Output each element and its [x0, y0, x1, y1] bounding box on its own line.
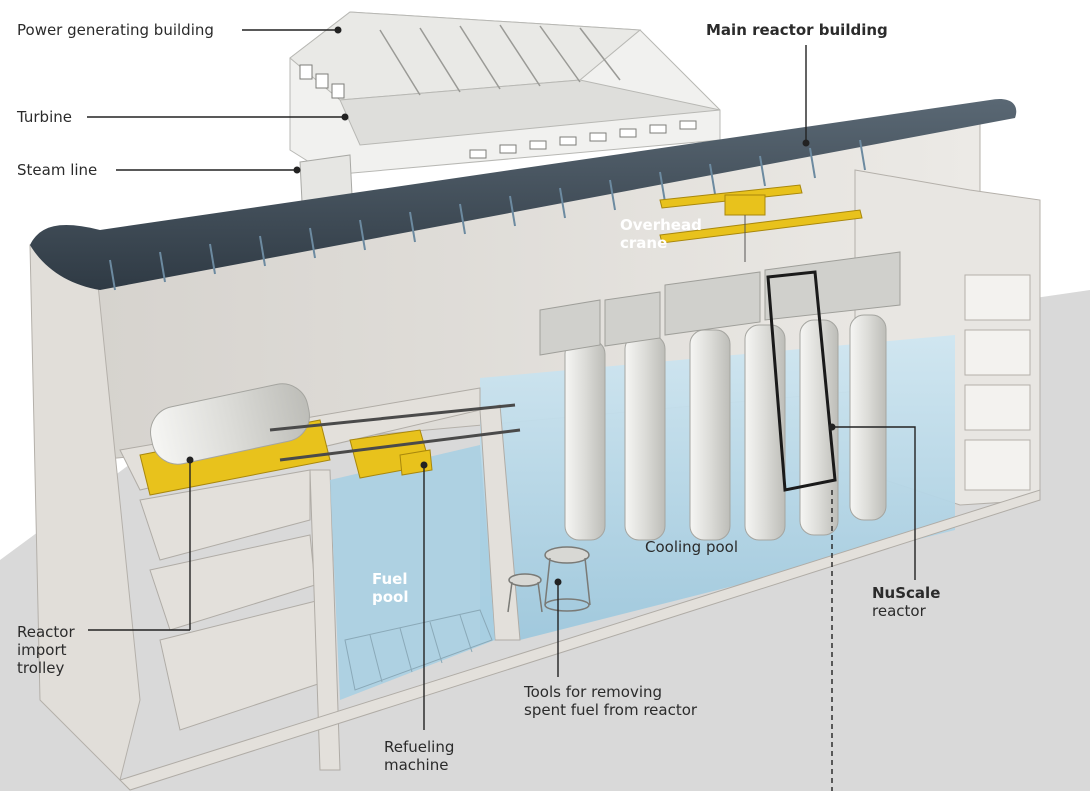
- label-fuel-pool-line2: pool: [372, 588, 409, 606]
- label-power-generating-building: Power generating building: [17, 21, 214, 39]
- label-reactor-import-trolley-line1: Reactor: [17, 623, 75, 641]
- label-nuscale-rest: reactor: [872, 602, 926, 620]
- label-main-reactor-building: Main reactor building: [706, 21, 888, 39]
- label-nuscale-reactor: NuScale reactor: [872, 584, 940, 620]
- power-generating-building: [289, 11, 721, 203]
- label-tools-line2: spent fuel from reactor: [524, 701, 698, 719]
- label-tools-line1: Tools for removing: [524, 683, 663, 701]
- label-overhead-crane: Overhead crane: [620, 216, 702, 252]
- overhead-crane: [659, 184, 863, 262]
- fuel-pool-water: [330, 445, 495, 700]
- reactor-modules: [564, 314, 887, 541]
- label-cooling-pool: Cooling pool: [645, 538, 739, 556]
- label-fuel-pool-line1: Fuel: [372, 570, 408, 588]
- label-spent-fuel-tools: Tools for removing spent fuel from react…: [524, 683, 697, 719]
- reactor-import-trolley: [139, 383, 331, 496]
- label-overhead-crane-line2: crane: [620, 234, 668, 252]
- label-reactor-import-trolley: Reactor import trolley: [17, 623, 75, 677]
- fuel-rack-grid: [344, 609, 493, 691]
- label-nuscale-bold: NuScale: [872, 584, 941, 602]
- label-reactor-import-trolley-line2: import: [17, 641, 67, 659]
- label-overhead-crane-line1: Overhead: [620, 216, 702, 234]
- nuscale-outline: [766, 270, 837, 492]
- label-refueling-machine: Refueling machine: [384, 738, 454, 774]
- label-turbine: Turbine: [17, 108, 72, 126]
- label-reactor-import-trolley-line3: trolley: [17, 659, 65, 677]
- spent-fuel-tools: [507, 546, 591, 613]
- label-steam-line: Steam line: [17, 161, 98, 179]
- leader-lines: [87, 29, 916, 791]
- label-fuel-pool: Fuel pool: [372, 570, 409, 606]
- label-refueling-line2: machine: [384, 756, 449, 774]
- label-refueling-line1: Refueling: [384, 738, 455, 756]
